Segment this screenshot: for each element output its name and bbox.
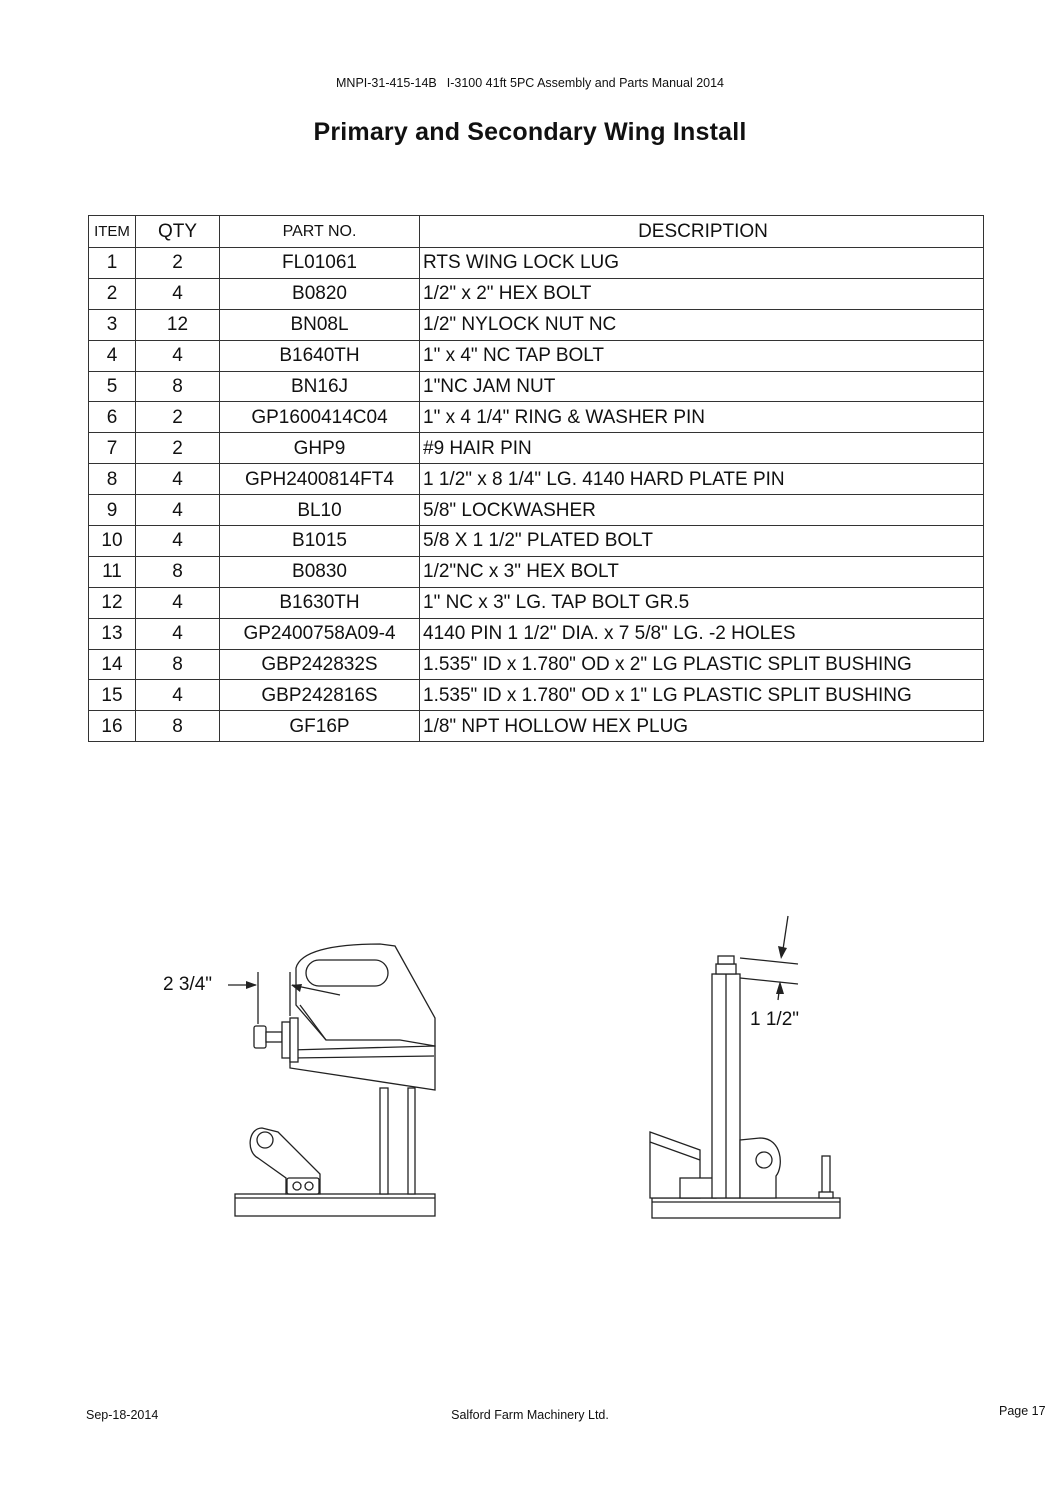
cell-part-no: GP2400758A09-4 bbox=[219, 617, 420, 650]
cell-item: 14 bbox=[88, 648, 136, 681]
cell-description: 1/2"NC x 3" HEX BOLT bbox=[419, 555, 984, 588]
right-dimension-label: 1 1/2" bbox=[750, 1009, 799, 1030]
cell-description: 1/8" NPT HOLLOW HEX PLUG bbox=[419, 710, 984, 743]
cell-description: 1/2" x 2" HEX BOLT bbox=[419, 277, 984, 310]
cell-description: 1" x 4 1/4" RING & WASHER PIN bbox=[419, 401, 984, 434]
manual-title: I-3100 41ft 5PC Assembly and Parts Manua… bbox=[446, 76, 724, 90]
document-header: MNPI-31-415-14B I-3100 41ft 5PC Assembly … bbox=[0, 76, 1060, 90]
cell-item: 16 bbox=[88, 710, 136, 743]
cell-qty: 4 bbox=[135, 525, 220, 557]
cell-part-no: B1640TH bbox=[219, 339, 420, 372]
cell-item: 9 bbox=[88, 494, 136, 527]
cell-qty: 4 bbox=[135, 494, 220, 527]
cell-item: 11 bbox=[88, 555, 136, 588]
cell-qty: 4 bbox=[135, 617, 220, 650]
page-title: Primary and Secondary Wing Install bbox=[313, 118, 747, 146]
cell-qty: 2 bbox=[135, 247, 220, 279]
cell-part-no: B1630TH bbox=[219, 586, 420, 619]
cell-part-no: FL01061 bbox=[219, 247, 420, 279]
cell-item: 10 bbox=[88, 525, 136, 557]
cell-part-no: GBP242832S bbox=[219, 648, 420, 681]
cell-part-no: GF16P bbox=[219, 710, 420, 743]
cell-item: 8 bbox=[88, 463, 136, 496]
cell-description: 1"NC JAM NUT bbox=[419, 370, 984, 403]
cell-item: 12 bbox=[88, 586, 136, 619]
right-assembly-drawing bbox=[649, 915, 841, 1219]
cell-description: 1 1/2" x 8 1/4" LG. 4140 HARD PLATE PIN bbox=[419, 463, 984, 496]
cell-item: 5 bbox=[88, 370, 136, 403]
cell-item: 4 bbox=[88, 339, 136, 372]
footer-date: Sep-18-2014 bbox=[86, 1408, 159, 1422]
table-header-row: ITEM QTY PART NO. DESCRIPTION bbox=[88, 215, 984, 248]
left-assembly-drawing bbox=[228, 943, 436, 1217]
cell-part-no: GHP9 bbox=[219, 432, 420, 465]
cell-qty: 4 bbox=[135, 463, 220, 496]
cell-item: 6 bbox=[88, 401, 136, 434]
cell-part-no: GPH2400814FT4 bbox=[219, 463, 420, 496]
doc-number: MNPI-31-415-14B bbox=[336, 76, 437, 90]
cell-description: 1/2" NYLOCK NUT NC bbox=[419, 308, 984, 341]
cell-qty: 2 bbox=[135, 432, 220, 465]
cell-item: 13 bbox=[88, 617, 136, 650]
cell-description: 1.535" ID x 1.780" OD x 1" LG PLASTIC SP… bbox=[419, 679, 984, 712]
cell-description: 1" x 4" NC TAP BOLT bbox=[419, 339, 984, 372]
cell-item: 3 bbox=[88, 308, 136, 341]
cell-description: RTS WING LOCK LUG bbox=[419, 247, 984, 279]
cell-qty: 4 bbox=[135, 586, 220, 619]
cell-part-no: B1015 bbox=[219, 525, 420, 557]
cell-part-no: BN08L bbox=[219, 308, 420, 341]
cell-qty: 2 bbox=[135, 401, 220, 434]
header-qty: QTY bbox=[135, 215, 220, 248]
header-description: DESCRIPTION bbox=[419, 215, 984, 248]
cell-description: 1.535" ID x 1.780" OD x 2" LG PLASTIC SP… bbox=[419, 648, 984, 681]
left-dimension-label: 2 3/4" bbox=[163, 974, 212, 995]
cell-part-no: GBP242816S bbox=[219, 679, 420, 712]
cell-description: 5/8 X 1 1/2" PLATED BOLT bbox=[419, 525, 984, 557]
cell-description: 1" NC x 3" LG. TAP BOLT GR.5 bbox=[419, 586, 984, 619]
cell-qty: 4 bbox=[135, 679, 220, 712]
cell-part-no: BN16J bbox=[219, 370, 420, 403]
cell-description: 5/8" LOCKWASHER bbox=[419, 494, 984, 527]
cell-description: #9 HAIR PIN bbox=[419, 432, 984, 465]
cell-qty: 4 bbox=[135, 339, 220, 372]
cell-qty: 8 bbox=[135, 710, 220, 743]
cell-part-no: BL10 bbox=[219, 494, 420, 527]
cell-qty: 4 bbox=[135, 277, 220, 310]
cell-qty: 8 bbox=[135, 555, 220, 588]
cell-item: 2 bbox=[88, 277, 136, 310]
cell-description: 4140 PIN 1 1/2" DIA. x 7 5/8" LG. -2 HOL… bbox=[419, 617, 984, 650]
cell-item: 15 bbox=[88, 679, 136, 712]
footer-company: Salford Farm Machinery Ltd. bbox=[451, 1408, 609, 1422]
cell-qty: 8 bbox=[135, 370, 220, 403]
footer-page-number: Page 17 bbox=[999, 1404, 1046, 1418]
cell-item: 7 bbox=[88, 432, 136, 465]
cell-item: 1 bbox=[88, 247, 136, 279]
cell-part-no: B0820 bbox=[219, 277, 420, 310]
header-part-no: PART NO. bbox=[219, 215, 420, 248]
cell-part-no: GP1600414C04 bbox=[219, 401, 420, 434]
header-item: ITEM bbox=[88, 215, 136, 248]
cell-qty: 12 bbox=[135, 308, 220, 341]
cell-part-no: B0830 bbox=[219, 555, 420, 588]
cell-qty: 8 bbox=[135, 648, 220, 681]
